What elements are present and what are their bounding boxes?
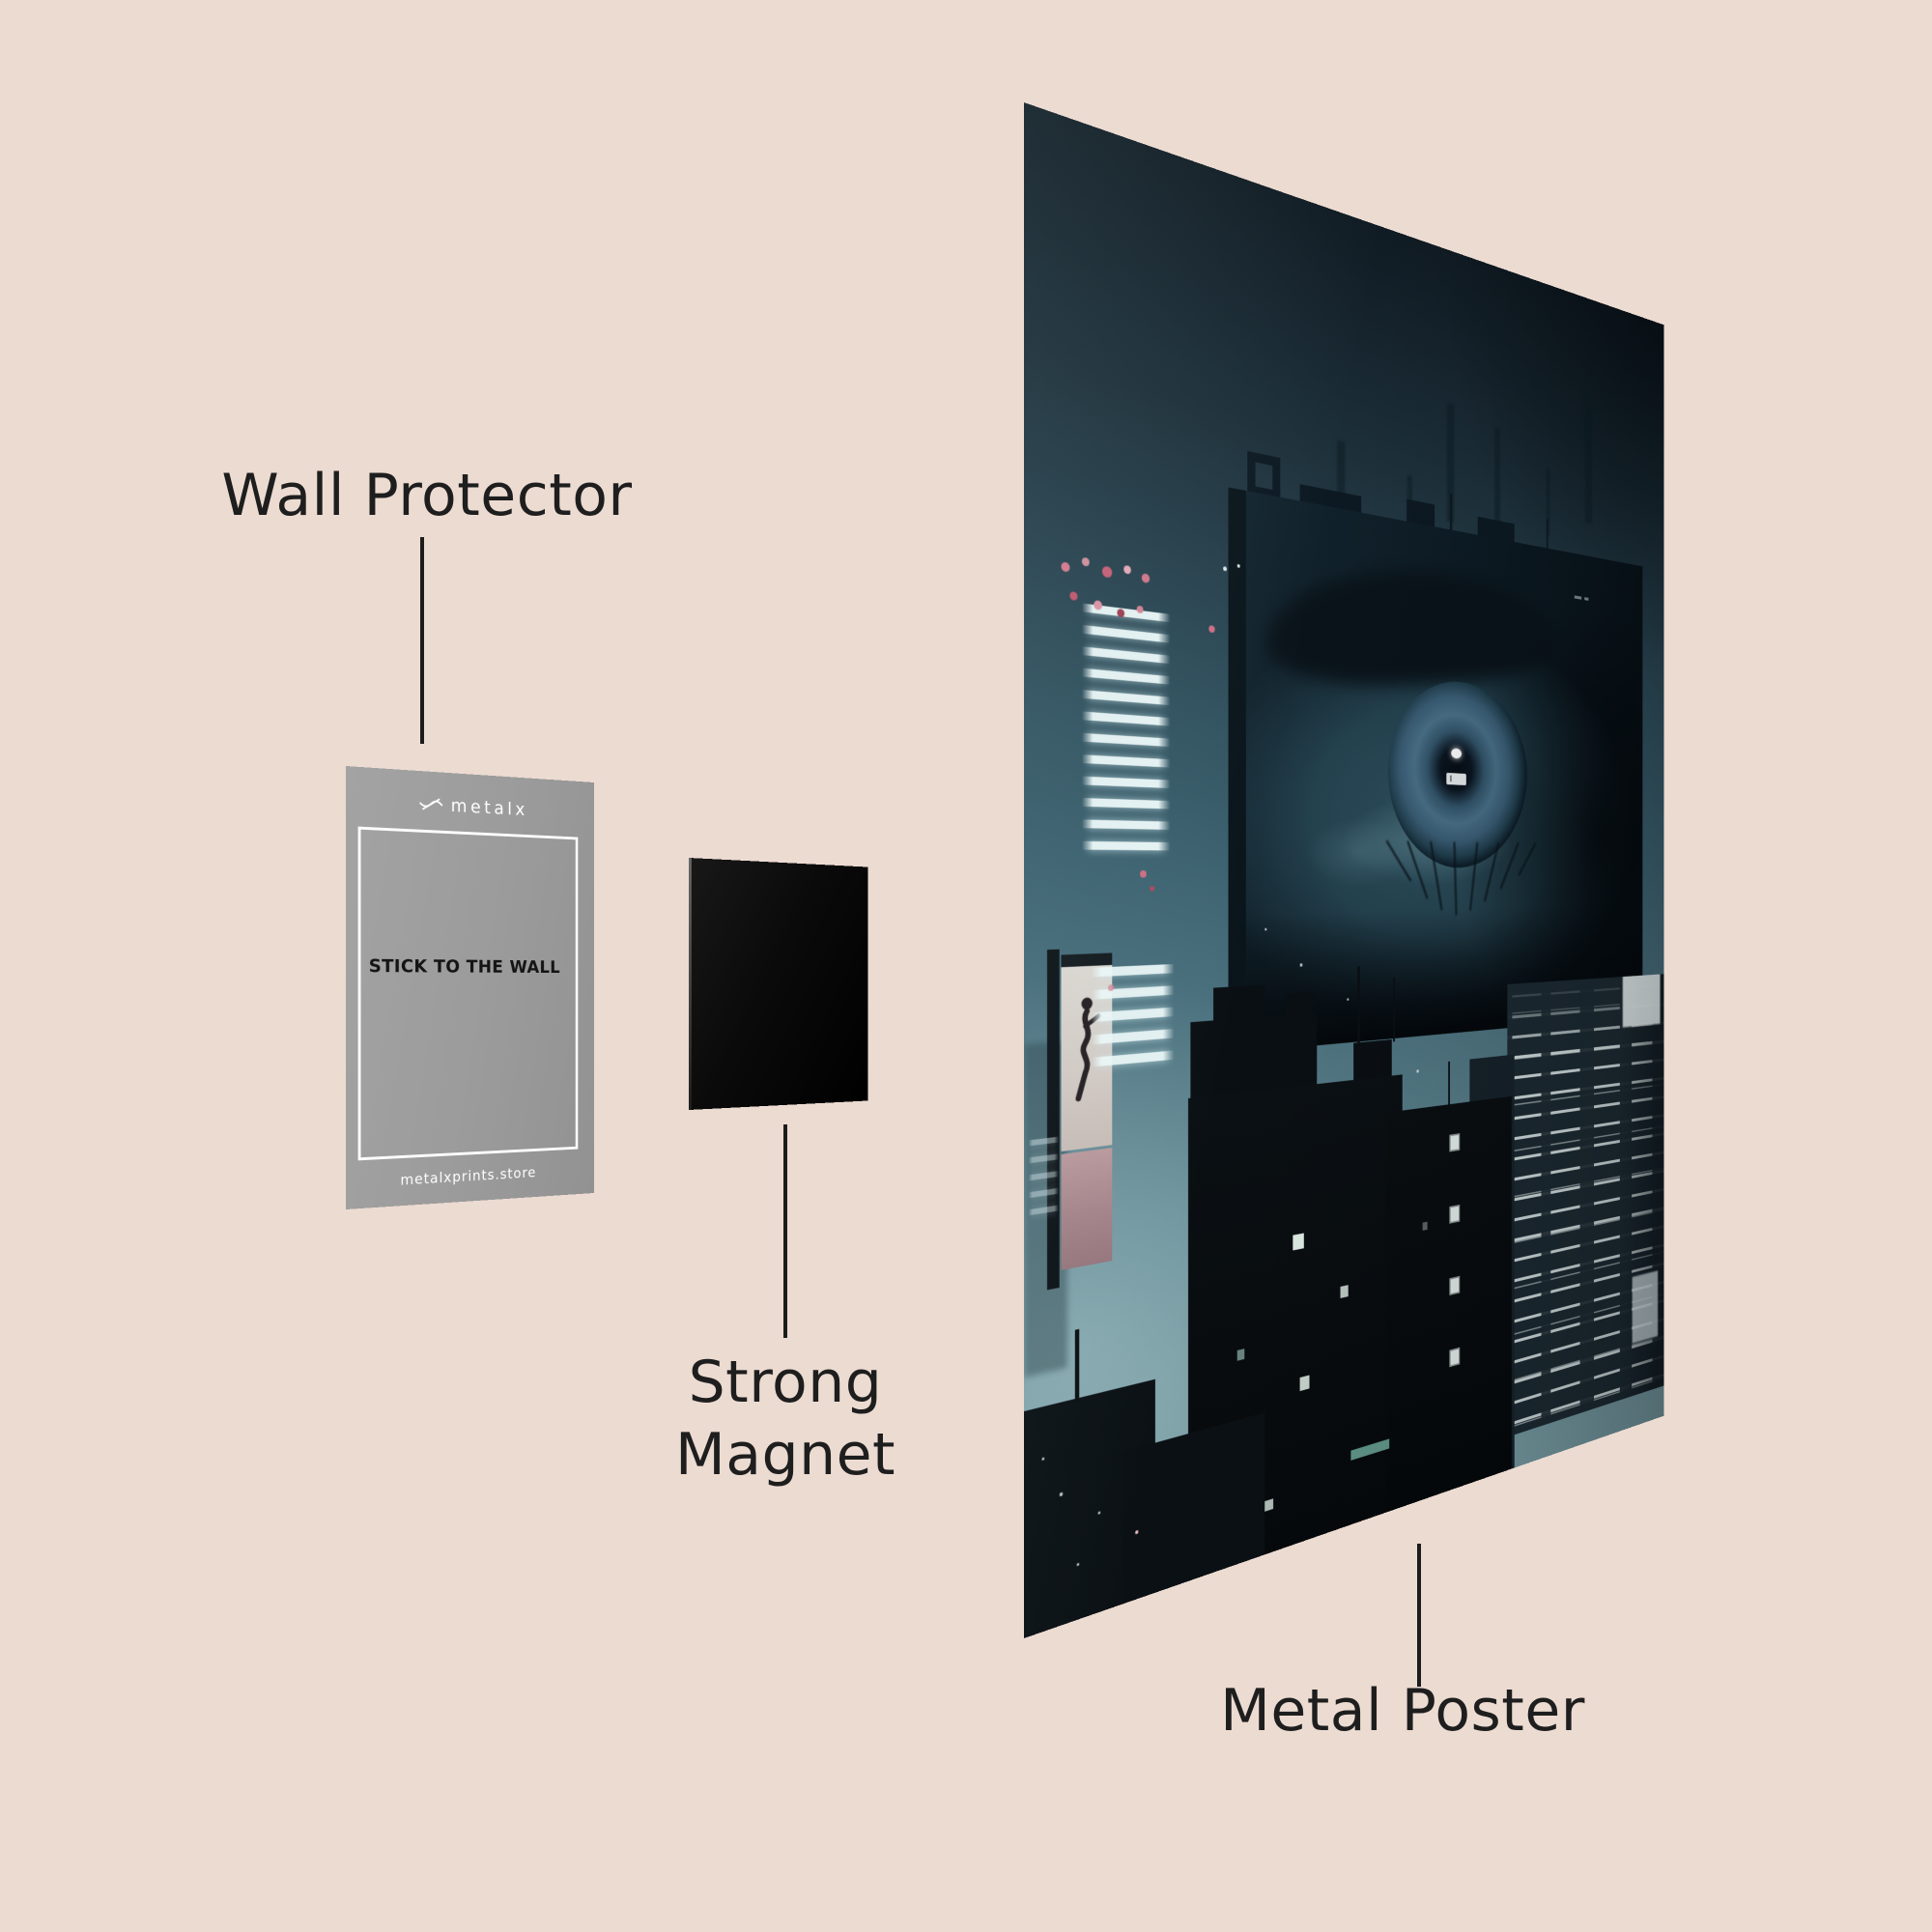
strong-magnet-label-line1: Strong [688, 1349, 883, 1416]
metal-poster-connector-line [1417, 1544, 1421, 1687]
metalx-logo-icon [419, 796, 442, 812]
strong-magnet-label-line2: Magnet [674, 1421, 896, 1489]
card-brand-row: metalx [346, 789, 594, 824]
strong-magnet-square [689, 858, 868, 1110]
magnet-edge-highlight [689, 858, 692, 1110]
strong-magnet-connector-line [783, 1124, 787, 1338]
card-website: metalxprints.store [400, 1163, 537, 1189]
metal-poster-artwork [1024, 102, 1664, 1638]
metal-poster-label: Metal Poster [1220, 1677, 1585, 1745]
poster-color-grade [1024, 102, 1664, 1638]
strong-magnet-label: Strong Magnet [496, 1347, 1075, 1492]
metalx-wordmark: metalx [450, 795, 528, 820]
wall-protector-label: Wall Protector [221, 462, 633, 529]
wall-protector-card: metalx STICK TO THE WALL metalxprints.st… [346, 766, 595, 1209]
wall-protector-connector-line [420, 537, 424, 744]
card-message: STICK TO THE WALL [368, 955, 561, 978]
card-inner-frame [357, 826, 579, 1161]
